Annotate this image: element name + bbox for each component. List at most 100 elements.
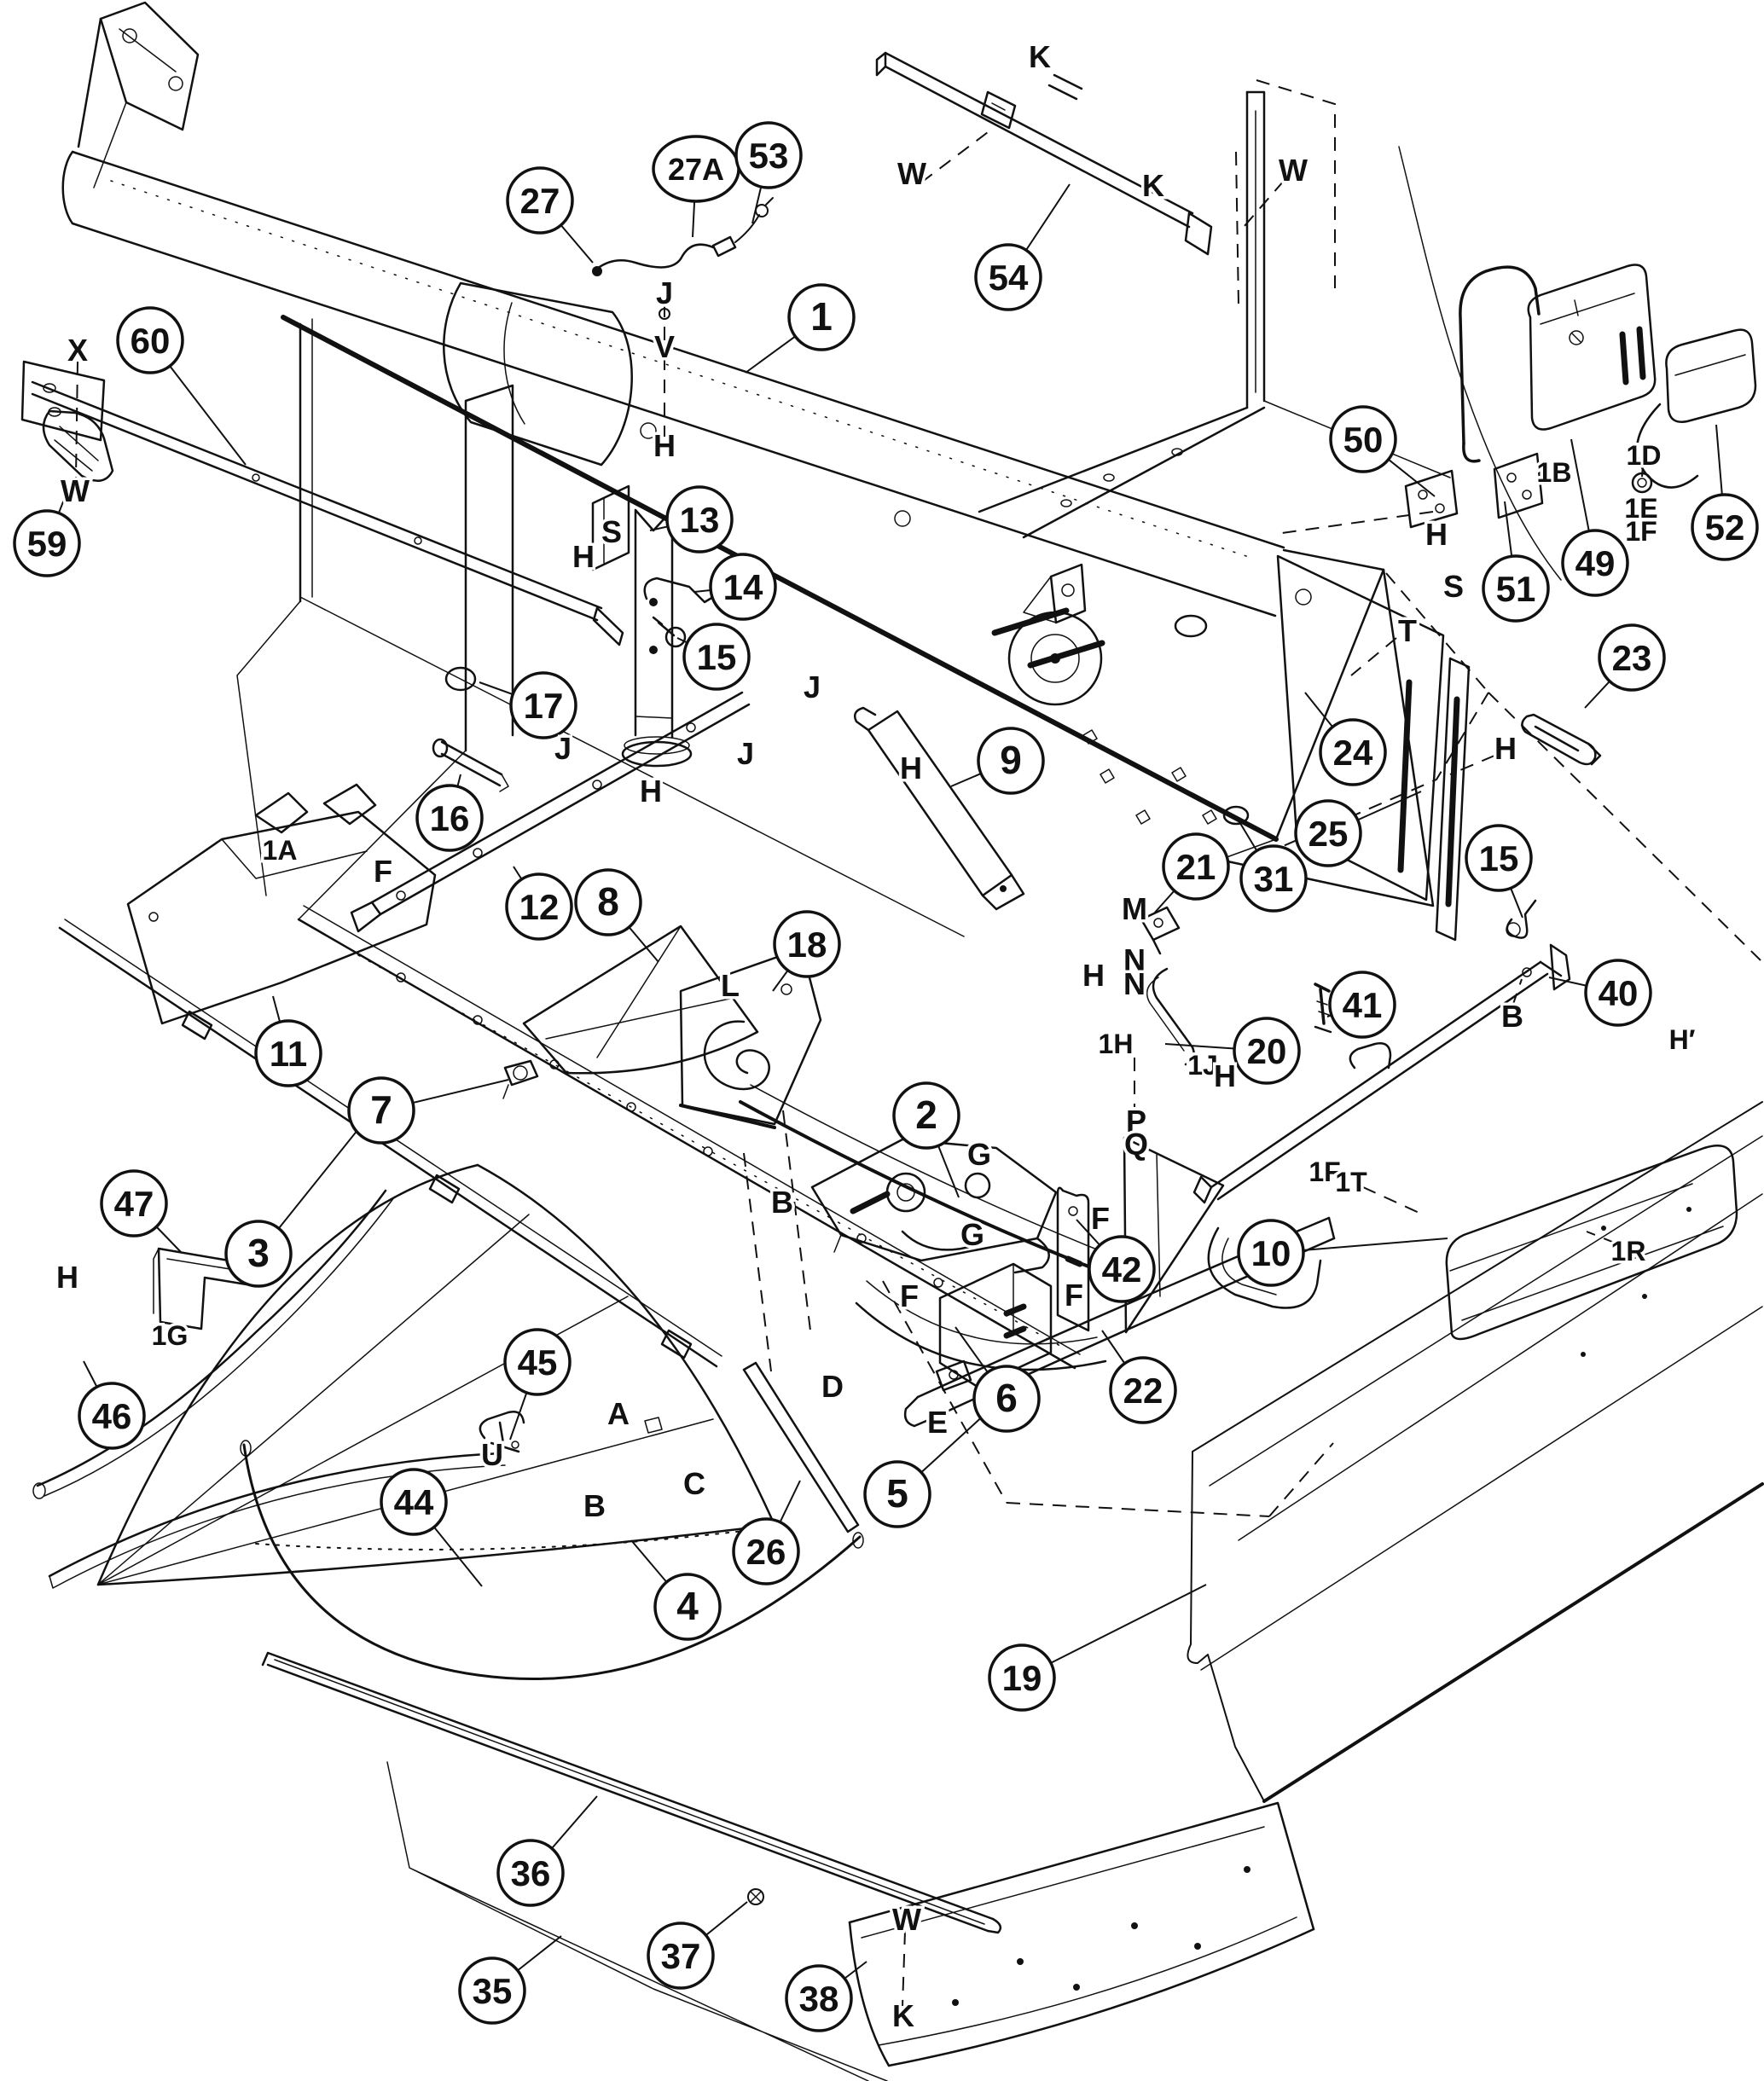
callout-number-3: 3 (247, 1231, 270, 1275)
callout-number-53: 53 (749, 136, 789, 176)
callout-balloon-59 (13, 509, 81, 577)
reference-label-W: W (1279, 153, 1308, 188)
callout-balloon-23 (1598, 623, 1666, 692)
reference-label-J: J (737, 736, 754, 771)
angle-bar-12 (350, 691, 751, 933)
deflector-8 (522, 925, 759, 1075)
reference-label-G: G (967, 1137, 991, 1172)
reference-label-N: N (1123, 966, 1146, 1001)
ring-17 (444, 666, 477, 692)
callout-number-5: 5 (886, 1471, 908, 1516)
dashed-alignment-line (1586, 1231, 1617, 1244)
callout-balloon-49 (1561, 529, 1629, 597)
callout-balloon-35 (458, 1956, 526, 2025)
callout-number-15: 15 (697, 637, 737, 677)
dashed-alignment-line (743, 1152, 772, 1372)
latch-bar-23 (1521, 713, 1602, 766)
reference-label-G: G (960, 1217, 984, 1252)
reference-label-1A: 1A (263, 835, 298, 866)
reference-label-1T: 1T (1335, 1167, 1367, 1197)
callout-balloon-38 (785, 1964, 853, 2032)
reference-label-B: B (1501, 999, 1523, 1034)
pin-15-left (652, 616, 687, 648)
callout-balloon-17 (509, 671, 577, 739)
callout-number-42: 42 (1102, 1249, 1142, 1290)
corner-frame (978, 90, 1562, 581)
reference-label-D: D (821, 1369, 844, 1404)
callout-number-44: 44 (394, 1482, 434, 1522)
reference-label-F: F (900, 1278, 919, 1313)
strap-clamp-20c (1207, 1226, 1322, 1309)
callout-number-11: 11 (270, 1034, 307, 1074)
rod-44 (240, 1440, 864, 1681)
dashed-alignment-line (1006, 1502, 1270, 1517)
callout-number-27: 27 (520, 181, 560, 221)
reference-label-K: K (1029, 39, 1051, 74)
pad-10 (1445, 1145, 1738, 1341)
brace-strap-9 (854, 706, 1025, 911)
callout-number-10: 10 (1251, 1233, 1291, 1273)
callout-balloon-31 (1239, 844, 1308, 913)
reference-label-H: H (900, 751, 922, 785)
dashed-alignment-line (1350, 637, 1397, 676)
callout-balloon-40 (1584, 959, 1652, 1027)
callout-balloon-27 (506, 166, 574, 235)
callout-balloon-41 (1328, 971, 1396, 1039)
bracket-6 (855, 1262, 1107, 1388)
callout-number-49: 49 (1575, 543, 1616, 583)
callout-number-7: 7 (370, 1087, 392, 1132)
part60-brace-bar (20, 360, 624, 646)
callout-leader-19 (1021, 1584, 1207, 1678)
part54-angle-bar (875, 51, 1213, 256)
callout-balloon-2 (892, 1081, 960, 1150)
crank-14 (643, 577, 715, 604)
pin-16 (432, 738, 509, 792)
main-frame (236, 315, 1435, 1370)
side-sheet-19 (1187, 1101, 1764, 1803)
callout-number-21: 21 (1176, 847, 1216, 887)
dashed-alignment-line (1256, 79, 1336, 288)
dashed-alignment-line (882, 1280, 1007, 1504)
bolt-37 (747, 1888, 764, 1905)
reference-label-B: B (771, 1185, 793, 1220)
reference-label-W: W (892, 1902, 921, 1937)
reference-label-H: H (1214, 1058, 1236, 1093)
callout-number-23: 23 (1612, 638, 1652, 678)
callout-balloon-4 (653, 1573, 722, 1641)
dashed-alignment-line (920, 129, 992, 183)
rod-46 (32, 1189, 395, 1499)
callout-balloon-16 (415, 784, 484, 852)
callout-number-12: 12 (519, 887, 560, 927)
callout-number-18: 18 (787, 925, 827, 965)
callout-number-51: 51 (1496, 569, 1536, 609)
dashed-alignment-line (1275, 511, 1434, 535)
callout-balloon-18 (773, 910, 841, 978)
callout-balloon-46 (78, 1382, 146, 1450)
reference-label-F: F (1091, 1201, 1110, 1236)
callout-number-14: 14 (723, 567, 763, 607)
callout-balloon-50 (1329, 405, 1397, 473)
callout-number-4: 4 (676, 1584, 699, 1628)
callout-balloon-21 (1162, 832, 1230, 901)
callout-balloon-24 (1319, 718, 1387, 786)
bottom-rail-36 (261, 1651, 1002, 1934)
reference-label-1R: 1R (1611, 1236, 1646, 1267)
panel-35 (386, 1761, 888, 2081)
callout-number-54: 54 (989, 258, 1029, 298)
callout-number-40: 40 (1599, 973, 1639, 1013)
callout-number-20: 20 (1247, 1031, 1287, 1071)
cross-tube-40 (1192, 943, 1571, 1204)
callout-balloon-10 (1237, 1219, 1305, 1287)
callout-number-9: 9 (1000, 738, 1022, 782)
reference-label-S: S (601, 514, 622, 549)
reference-label-J: J (656, 275, 673, 310)
reference-label-X: X (67, 333, 88, 368)
reference-label-W: W (897, 156, 926, 191)
reference-label-J: J (554, 731, 572, 766)
callout-number-24: 24 (1333, 733, 1373, 773)
callout-number-41: 41 (1343, 985, 1383, 1025)
callout-balloon-52 (1691, 493, 1759, 561)
